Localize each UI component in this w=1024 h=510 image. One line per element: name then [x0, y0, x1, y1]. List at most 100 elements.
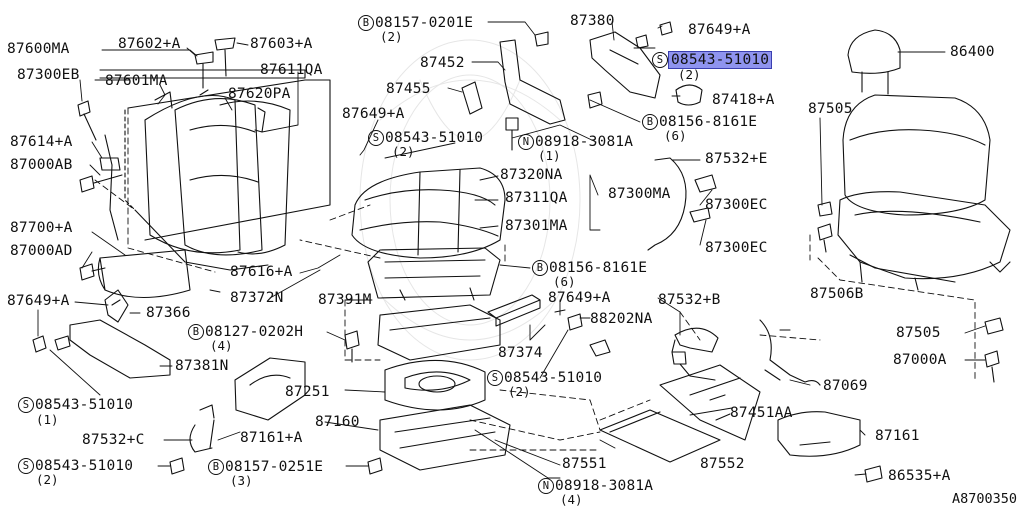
label-87505-a[interactable]: 87505 — [808, 101, 853, 117]
qty-N08918-top: (1) — [538, 148, 561, 163]
qty-B08156-mid: (6) — [553, 274, 576, 289]
label-87300EB[interactable]: 87300EB — [17, 67, 80, 83]
label-87452[interactable]: 87452 — [420, 55, 465, 71]
b-circle-icon: B — [208, 459, 224, 475]
part-number: 08156-8161E — [659, 114, 758, 130]
label-87532C[interactable]: 87532+C — [82, 432, 145, 448]
label-87301MA[interactable]: 87301MA — [505, 218, 568, 234]
bar-87374 — [487, 294, 541, 327]
label-87300EC-a[interactable]: 87300EC — [705, 197, 768, 213]
label-87455[interactable]: 87455 — [386, 81, 431, 97]
label-87160[interactable]: 87160 — [315, 414, 360, 430]
n-circle-icon: N — [538, 478, 554, 494]
label-87451AA[interactable]: 87451AA — [730, 405, 793, 421]
qty-S08543-highlighted: (2) — [678, 67, 701, 82]
label-87311QA[interactable]: 87311QA — [505, 190, 568, 206]
harness-87069 — [759, 319, 821, 386]
harness-87532B — [671, 327, 719, 353]
label-87600MA[interactable]: 87600MA — [7, 41, 70, 57]
recliner-cover-87366 — [104, 289, 129, 323]
qty-S08543-a: (1) — [36, 412, 59, 427]
label-87611QA[interactable]: 87611QA — [260, 62, 323, 78]
part-number: 08918-3081A — [535, 134, 634, 150]
seat-cushion — [351, 167, 506, 259]
label-87602A[interactable]: 87602+A — [118, 36, 181, 52]
label-86535A[interactable]: 86535+A — [888, 468, 951, 484]
label-87161[interactable]: 87161 — [875, 428, 920, 444]
knob-87418A — [675, 84, 703, 106]
part-number: 08157-0201E — [375, 15, 474, 31]
s-circle-icon: S — [18, 458, 34, 474]
qty-B08156-top: (6) — [664, 128, 687, 143]
label-87300EC-b[interactable]: 87300EC — [705, 240, 768, 256]
leader-lines — [37, 21, 986, 479]
side-cover-87700A — [97, 249, 191, 299]
label-87532E[interactable]: 87532+E — [705, 151, 768, 167]
label-87649A-top[interactable]: 87649+A — [688, 22, 751, 38]
label-87601MA[interactable]: 87601MA — [105, 73, 168, 89]
label-87000AD[interactable]: 87000AD — [10, 243, 73, 259]
label-87603A[interactable]: 87603+A — [250, 36, 313, 52]
bolt-87000AB — [79, 174, 123, 193]
label-87552[interactable]: 87552 — [700, 456, 745, 472]
bracket-87452 — [499, 39, 566, 125]
qty-S08543-mid: (2) — [392, 144, 415, 159]
label-87649A-low[interactable]: 87649+A — [548, 290, 611, 306]
label-87000AB[interactable]: 87000AB — [10, 157, 73, 173]
label-87700A[interactable]: 87700+A — [10, 220, 73, 236]
part-number: 08918-3081A — [555, 478, 654, 494]
b-circle-icon: B — [358, 15, 374, 31]
label-87532B[interactable]: 87532+B — [658, 292, 721, 308]
label-87506B[interactable]: 87506B — [810, 286, 864, 302]
label-87374[interactable]: 87374 — [498, 345, 543, 361]
label-87069[interactable]: 87069 — [823, 378, 868, 394]
label-87366[interactable]: 87366 — [146, 305, 191, 321]
label-87380[interactable]: 87380 — [570, 13, 615, 29]
part-number: 08157-0251E — [225, 459, 324, 475]
label-87372N[interactable]: 87372N — [230, 290, 284, 306]
label-87000A[interactable]: 87000A — [893, 352, 947, 368]
finisher-87381N — [69, 319, 171, 379]
qty-N08918-low: (4) — [560, 492, 583, 507]
rail-87551 — [599, 409, 721, 463]
cover-87161 — [777, 411, 861, 457]
bolt-87000AD — [79, 263, 106, 281]
trim-87455 — [461, 81, 483, 115]
label-87391M[interactable]: 87391M — [318, 292, 372, 308]
label-87649A-mid[interactable]: 87649+A — [342, 106, 405, 122]
label-87300MA[interactable]: 87300MA — [608, 186, 671, 202]
label-87505-b[interactable]: 87505 — [896, 325, 941, 341]
label-87161A[interactable]: 87161+A — [240, 430, 303, 446]
label-87251[interactable]: 87251 — [285, 384, 330, 400]
plug-86535A — [864, 465, 883, 483]
s-circle-icon: S — [652, 52, 668, 68]
qty-S08543-low: (2) — [508, 384, 531, 399]
label-87614A[interactable]: 87614+A — [10, 134, 73, 150]
bolt-87506B — [817, 223, 833, 253]
label-88202NA[interactable]: 88202NA — [590, 311, 653, 327]
label-87620PA[interactable]: 87620PA — [228, 86, 291, 102]
b-circle-icon: B — [532, 260, 548, 276]
label-87649A-left[interactable]: 87649+A — [7, 293, 70, 309]
connector-88202NA — [589, 339, 611, 357]
label-87418A[interactable]: 87418+A — [712, 92, 775, 108]
label-87551[interactable]: 87551 — [562, 456, 607, 472]
label-87320NA[interactable]: 87320NA — [500, 167, 563, 183]
bracket-87380 — [589, 31, 661, 99]
n-circle-icon: N — [518, 134, 534, 150]
label-86400[interactable]: 86400 — [950, 44, 995, 60]
label-87616A[interactable]: 87616+A — [230, 264, 293, 280]
label-87381N[interactable]: 87381N — [175, 358, 229, 374]
